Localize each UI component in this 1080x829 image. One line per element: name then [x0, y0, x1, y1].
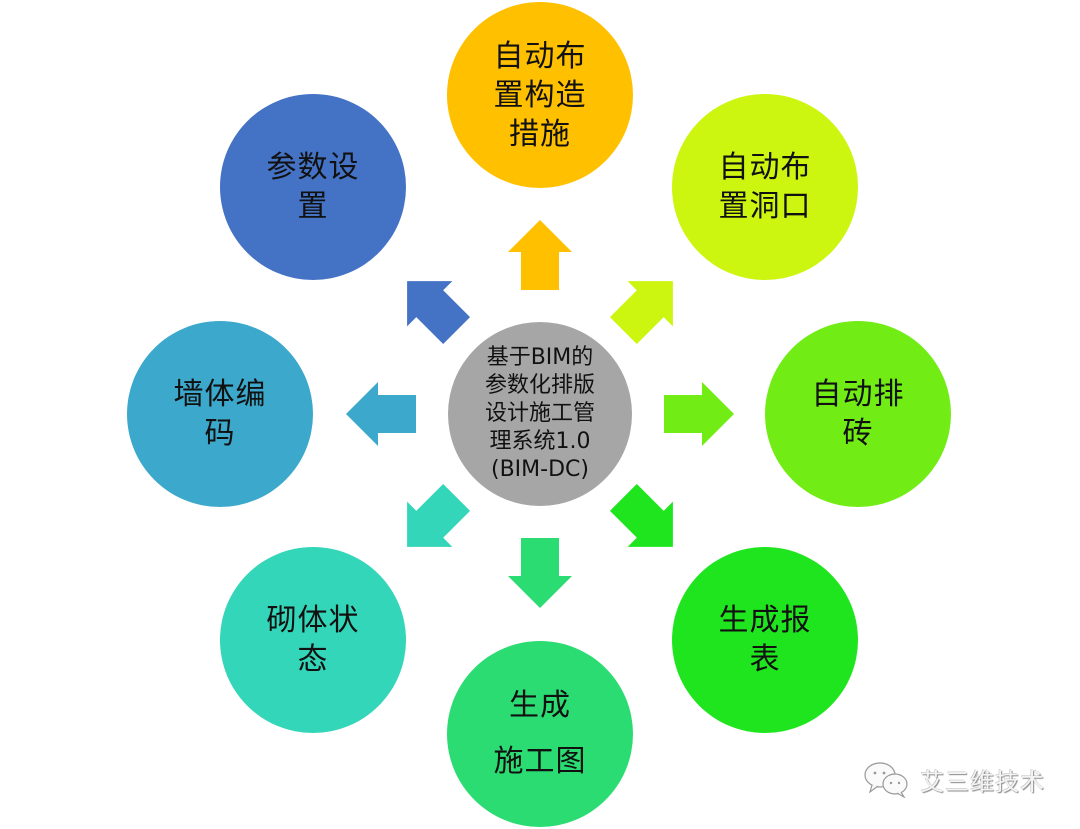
center-node: 基于BIM的 参数化排版 设计施工管 理系统1.0 (BIM-DC): [448, 322, 632, 506]
node-generate-report: 生成报 表: [672, 547, 858, 733]
node-label: 生成 施工图: [493, 688, 587, 779]
node-wall-coding: 墙体编 码: [127, 321, 313, 507]
arrow-down-left-icon: [407, 483, 471, 547]
node-label: 生成报 表: [718, 603, 812, 677]
node-auto-construction-measures: 自动布 置构造 措施: [447, 2, 633, 188]
center-node-label: 基于BIM的 参数化排版 设计施工管 理系统1.0 (BIM-DC): [484, 345, 595, 482]
arrow-up-left-icon: [407, 281, 471, 345]
watermark-text: 艾三维技术: [920, 767, 1045, 796]
wechat-icon: [864, 762, 908, 798]
arrow-up-icon: [508, 220, 572, 290]
arrow-up-right-icon: [609, 281, 673, 345]
arrow-down-right-icon: [609, 483, 673, 547]
node-generate-construction-drawing: 生成 施工图: [447, 641, 633, 827]
node-parameter-settings: 参数设 置: [220, 94, 406, 280]
node-label: 自动排 砖: [811, 377, 905, 451]
node-auto-openings: 自动布 置洞口: [672, 94, 858, 280]
node-label: 参数设 置: [266, 150, 360, 224]
arrow-left-icon: [346, 382, 416, 446]
node-masonry-status: 砌体状 态: [220, 547, 406, 733]
arrow-right-icon: [664, 382, 734, 446]
node-label: 砌体状 态: [266, 603, 360, 677]
arrow-down-icon: [508, 538, 572, 608]
watermark: 艾三维技术: [862, 760, 1045, 798]
node-auto-brick-layout: 自动排 砖: [765, 321, 951, 507]
node-label: 墙体编 码: [173, 377, 267, 451]
node-label: 自动布 置洞口: [718, 150, 812, 224]
node-label: 自动布 置构造 措施: [493, 38, 587, 152]
